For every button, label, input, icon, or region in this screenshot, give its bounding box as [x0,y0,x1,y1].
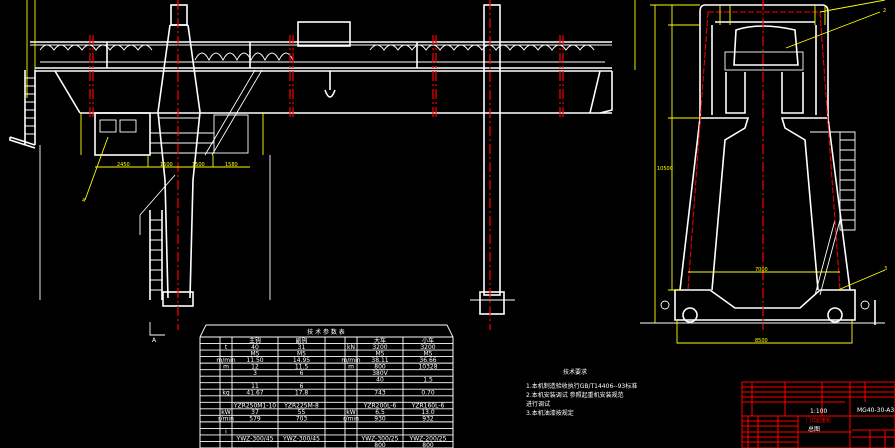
table-cell: m [223,363,229,370]
table-cell: 800 [374,442,386,448]
operator-cab [94,112,249,156]
dim-text: 10500 [657,166,673,172]
callout-3: 3 [884,266,887,272]
dim-text: 7000 [755,267,768,273]
notes-title: 技术要求 [563,368,587,376]
table-cell: 3 [253,370,257,377]
table-cell: r/min [343,416,359,423]
table-cell: 17.8 [295,390,309,397]
table-cell: YZR225M-8 [283,403,319,410]
table-cell: YZR250M1-10 [233,403,276,410]
table-cell: 932 [422,416,434,423]
table-cell: kW [346,409,355,416]
title-block: 1:100 MG40-30-A3 门式起重机 总图 [741,381,895,448]
table-cell: M5 [297,350,306,357]
table-cell: m/min [341,357,360,364]
table-cell: 大车 [374,336,386,344]
dim-text: 2450 [117,162,130,168]
scale: 1:100 [810,408,827,415]
table-cell: kN [347,344,355,351]
section-mark: A [152,337,157,344]
note-item: 1.本机制造验收执行GB/T14406--93标准 [526,382,637,390]
dim-text: 1500 [192,162,205,168]
table-cell: i [225,429,227,436]
table-cell: YWZ-300/45 [282,435,320,442]
front-dimensions: 2450 1500 1500 1580 4 A [26,0,271,344]
dim-text: 1580 [225,162,238,168]
table-cell: 380V [372,370,388,377]
technical-notes: 技术要求 1.本机制造验收执行GB/T14406--93标准 2.本机安装调试 … [526,368,637,417]
note-item: 3.本机油漆按规定 [526,409,574,417]
table-cell: kW [221,409,230,416]
table-cell: M5 [424,350,433,357]
drawing-name: 门式起重机 [806,417,831,424]
table-cell: 38.11 [371,357,388,364]
table-cell: 40 [251,344,259,351]
table-cell: 11 [251,383,259,390]
drawing-number: MG40-30-A3 [857,407,894,414]
table-cell: m/min [216,357,235,364]
note-item: 2.本机安装调试 参照起重机安装规范 [526,391,624,399]
callout-2: 2 [883,8,886,14]
table-cell: 6 [300,383,304,390]
table-cell: 副钩 [295,336,307,344]
table-cell: 14.95 [293,357,310,364]
centerlines [89,0,564,330]
dim-text: 1500 [160,162,173,168]
table-cell: m [348,363,354,370]
table-cell: 40 [376,377,384,384]
table-cell: 12 [251,363,259,370]
table-cell: YZR160L-6 [411,403,445,410]
table-cell: 31 [298,344,306,351]
table-cell: 6.5 [375,409,385,416]
table-cell: 主钩 [249,336,261,344]
table-cell: 55 [298,409,306,416]
table-cell: 11.50 [246,357,263,364]
spec-table-title: 技 术 参 数 表 [307,328,345,336]
table-cell: t [225,344,228,351]
table-cell: 3200 [420,344,435,351]
table-cell: 11.5 [295,363,309,370]
main-girder [30,41,613,114]
callout-4: 4 [82,198,85,204]
table-cell: 0.70 [421,390,435,397]
side-view: 10500 7000 8500 2 3 [634,0,887,344]
hook [324,71,336,98]
dim-text: 8500 [755,338,768,344]
table-cell: 13.0 [421,409,435,416]
stairs [9,69,263,300]
table-cell: r/min [218,416,234,423]
table-cell: M5 [251,350,260,357]
rigid-leg [157,4,201,307]
note-item: 进行调试 [526,400,550,408]
table-cell: YWZ-300/25 [361,435,399,442]
table-cell: 41.67 [246,390,263,397]
table-cell: M5 [376,350,385,357]
table-cell: 6 [300,370,304,377]
front-view: 2450 1500 1500 1580 4 A [9,0,613,344]
table-cell: 800 [374,363,386,370]
flexible-leg [470,4,515,315]
table-cell: YWZ-200/25 [409,435,447,442]
table-cell: 小车 [422,336,434,344]
table-cell: kg [222,390,229,397]
table-cell: 1.5 [423,377,433,384]
table-cell: 37 [251,409,259,416]
table-cell: 579 [249,416,261,423]
trolley [297,21,351,47]
table-cell: 703 [296,416,308,423]
table-cell: 743 [374,390,386,397]
table-cell: YZR200L-6 [363,403,397,410]
table-cell: 36.66 [419,357,436,364]
drawing-subtitle: 总图 [808,425,820,433]
table-cell: 930 [374,416,386,423]
table-cell: 10328 [418,363,437,370]
table-cell: 800 [422,442,434,448]
table-cell: YWZ-300/45 [236,435,274,442]
table-cell: 3200 [372,344,387,351]
